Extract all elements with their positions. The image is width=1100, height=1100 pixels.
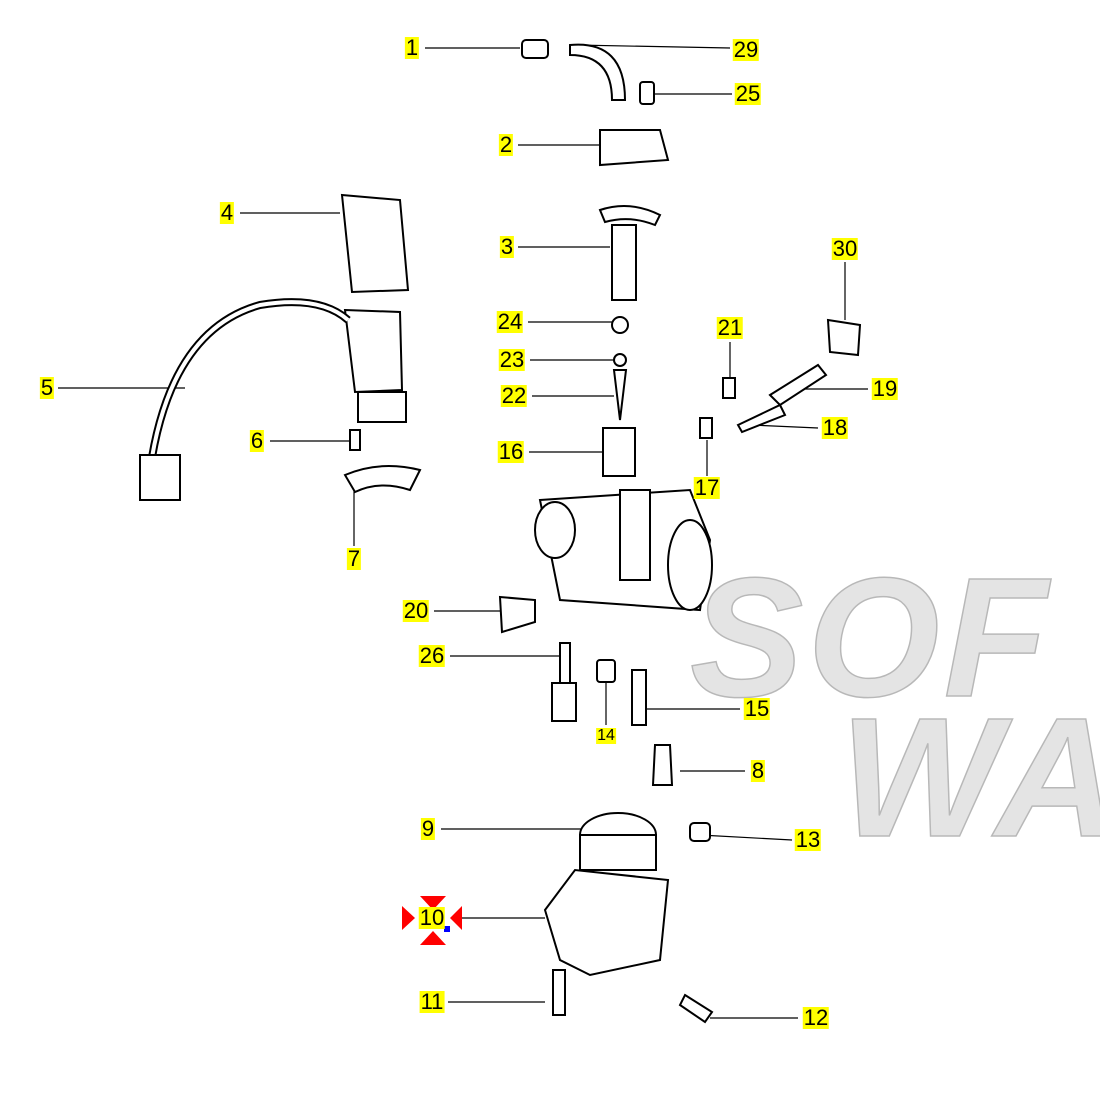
part-label-26[interactable]: 26 bbox=[418, 643, 446, 668]
selection-handle bbox=[444, 926, 450, 932]
part-label-7[interactable]: 7 bbox=[346, 546, 362, 571]
watermark-line-2: WA bbox=[839, 682, 1100, 874]
part-label-19[interactable]: 19 bbox=[871, 376, 899, 401]
part-label-22[interactable]: 22 bbox=[500, 383, 528, 408]
part-label-5[interactable]: 5 bbox=[39, 375, 55, 400]
part-label-3[interactable]: 3 bbox=[499, 234, 515, 259]
part-label-14[interactable]: 14 bbox=[596, 727, 616, 744]
part-label-21[interactable]: 21 bbox=[716, 315, 744, 340]
part-label-1[interactable]: 1 bbox=[404, 35, 420, 60]
part-label-12[interactable]: 12 bbox=[802, 1005, 830, 1030]
part-label-20[interactable]: 20 bbox=[402, 598, 430, 623]
part-label-15[interactable]: 15 bbox=[743, 696, 771, 721]
part-label-10[interactable]: 10 bbox=[418, 905, 446, 930]
part-label-13[interactable]: 13 bbox=[794, 827, 822, 852]
part-label-9[interactable]: 9 bbox=[420, 816, 436, 841]
part-label-8[interactable]: 8 bbox=[750, 758, 766, 783]
part-label-11[interactable]: 11 bbox=[419, 989, 445, 1014]
part-label-2[interactable]: 2 bbox=[498, 132, 514, 157]
part-label-6[interactable]: 6 bbox=[249, 428, 265, 453]
part-label-18[interactable]: 18 bbox=[821, 415, 849, 440]
selection-marker bbox=[402, 896, 462, 945]
part-label-4[interactable]: 4 bbox=[219, 200, 235, 225]
part-label-25[interactable]: 25 bbox=[734, 81, 762, 106]
part-label-29[interactable]: 29 bbox=[732, 37, 760, 62]
leader-lines bbox=[58, 44, 868, 1019]
part-label-17[interactable]: 17 bbox=[693, 475, 721, 500]
part-label-24[interactable]: 24 bbox=[496, 309, 524, 334]
part-label-16[interactable]: 16 bbox=[497, 439, 525, 464]
part-label-23[interactable]: 23 bbox=[498, 347, 526, 372]
part-label-30[interactable]: 30 bbox=[831, 236, 859, 261]
parts bbox=[139, 39, 862, 1024]
